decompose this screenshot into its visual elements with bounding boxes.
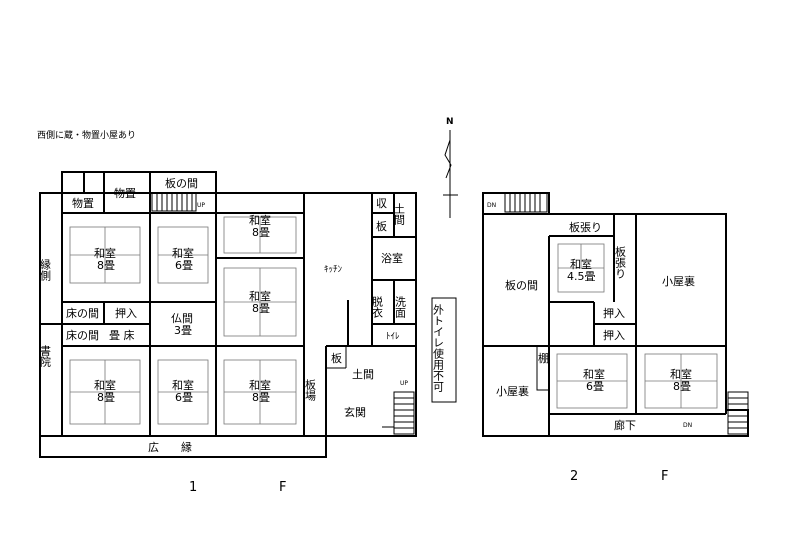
room-label: 洗面 xyxy=(394,296,407,318)
stairs-2f-top-icon xyxy=(504,192,548,213)
room-label: 棚 xyxy=(538,351,549,365)
north-arrow-icon: N xyxy=(443,117,458,218)
room-label: 板張り xyxy=(569,220,602,234)
room-label: 和室 xyxy=(249,378,271,392)
stair-label: UP xyxy=(400,380,408,387)
room-label: 土間 xyxy=(393,203,406,226)
room-label: 仏間 xyxy=(171,312,193,325)
room-label: 和室 xyxy=(249,213,271,227)
room-label: 8畳 xyxy=(97,391,115,404)
room-label: 押入 xyxy=(115,306,137,320)
room-label: 和室 xyxy=(670,367,692,381)
room-label: 板張り xyxy=(614,245,627,279)
room-label: 廊下 xyxy=(614,418,636,432)
room-label: 和室 xyxy=(94,246,116,260)
room-label: 床の間 xyxy=(66,306,99,320)
stairs-genkan-icon xyxy=(382,391,415,435)
note-text: 西側に蔵・物置小屋あり xyxy=(37,129,136,141)
room-label: 8畳 xyxy=(97,259,115,272)
room-label: 8畳 xyxy=(252,302,270,315)
stair-label: DN xyxy=(487,202,496,209)
room-label: 畳 床 xyxy=(109,328,135,342)
floor2-plan: DN 板張り 板張り 板の間 和室 4.5畳 小屋裏 押入 押入 棚 小屋裏 和… xyxy=(482,192,749,484)
floor-label: F xyxy=(279,480,286,495)
floor1-plan: 物置 物置 板の間 UP 和室 8畳 和室 6畳 和室 8畳 和室 8畳 縁側 … xyxy=(39,171,417,495)
stairs-top-icon xyxy=(151,192,197,212)
room-label: 板場 xyxy=(304,378,317,402)
room-label: 脱衣 xyxy=(371,295,384,318)
floor-label: 1 xyxy=(189,480,197,495)
room-label: 6畳 xyxy=(175,391,193,404)
room-label: 板 xyxy=(376,219,387,233)
room-label: 小屋裏 xyxy=(662,274,695,288)
room-label: 和室 xyxy=(570,257,592,271)
room-label: ｷｯﾁﾝ xyxy=(324,264,343,275)
room-label: 和室 xyxy=(249,289,271,303)
north-label: N xyxy=(446,117,454,127)
stairs-2f-corridor-icon xyxy=(727,391,749,435)
room-label: 板の間 xyxy=(505,278,538,292)
room-label: 収 xyxy=(376,197,387,210)
room-label: 物置 xyxy=(114,186,136,200)
room-label: 広 縁 xyxy=(148,440,192,454)
room-label: 床の間 xyxy=(66,328,99,342)
svg-text:外トイレ使用不可: 外トイレ使用不可 xyxy=(432,304,445,392)
stair-label: UP xyxy=(197,202,205,209)
room-label: 土間 xyxy=(352,368,374,381)
outside-toilet-sign: 外トイレ使用不可 xyxy=(431,297,457,403)
room-label: 書院 xyxy=(39,344,52,367)
room-label: 板 xyxy=(331,351,342,365)
room-label: 和室 xyxy=(172,378,194,392)
room-label: 玄関 xyxy=(344,405,366,419)
room-label: 和室 xyxy=(583,367,605,381)
room-label: 8畳 xyxy=(673,380,691,393)
room-label: 8畳 xyxy=(252,391,270,404)
stair-label: DN xyxy=(683,422,692,429)
room-label: 和室 xyxy=(94,378,116,392)
room-label: 6畳 xyxy=(586,380,604,393)
floor-label: F xyxy=(661,469,668,484)
room-label: 板の間 xyxy=(165,176,198,190)
room-label: 浴室 xyxy=(381,251,403,265)
floor-label: 2 xyxy=(570,469,578,484)
room-label: 押入 xyxy=(603,306,625,320)
room-label: 8畳 xyxy=(252,226,270,239)
room-label: 縁側 xyxy=(39,258,52,281)
room-label: 4.5畳 xyxy=(567,270,596,283)
room-label: 3畳 xyxy=(174,324,192,337)
room-label: ﾄｲﾚ xyxy=(386,332,400,342)
room-label: 6畳 xyxy=(175,259,193,272)
room-label: 小屋裏 xyxy=(496,384,529,398)
room-label: 押入 xyxy=(603,328,625,342)
room-label: 和室 xyxy=(172,246,194,260)
room-label: 物置 xyxy=(72,196,94,210)
